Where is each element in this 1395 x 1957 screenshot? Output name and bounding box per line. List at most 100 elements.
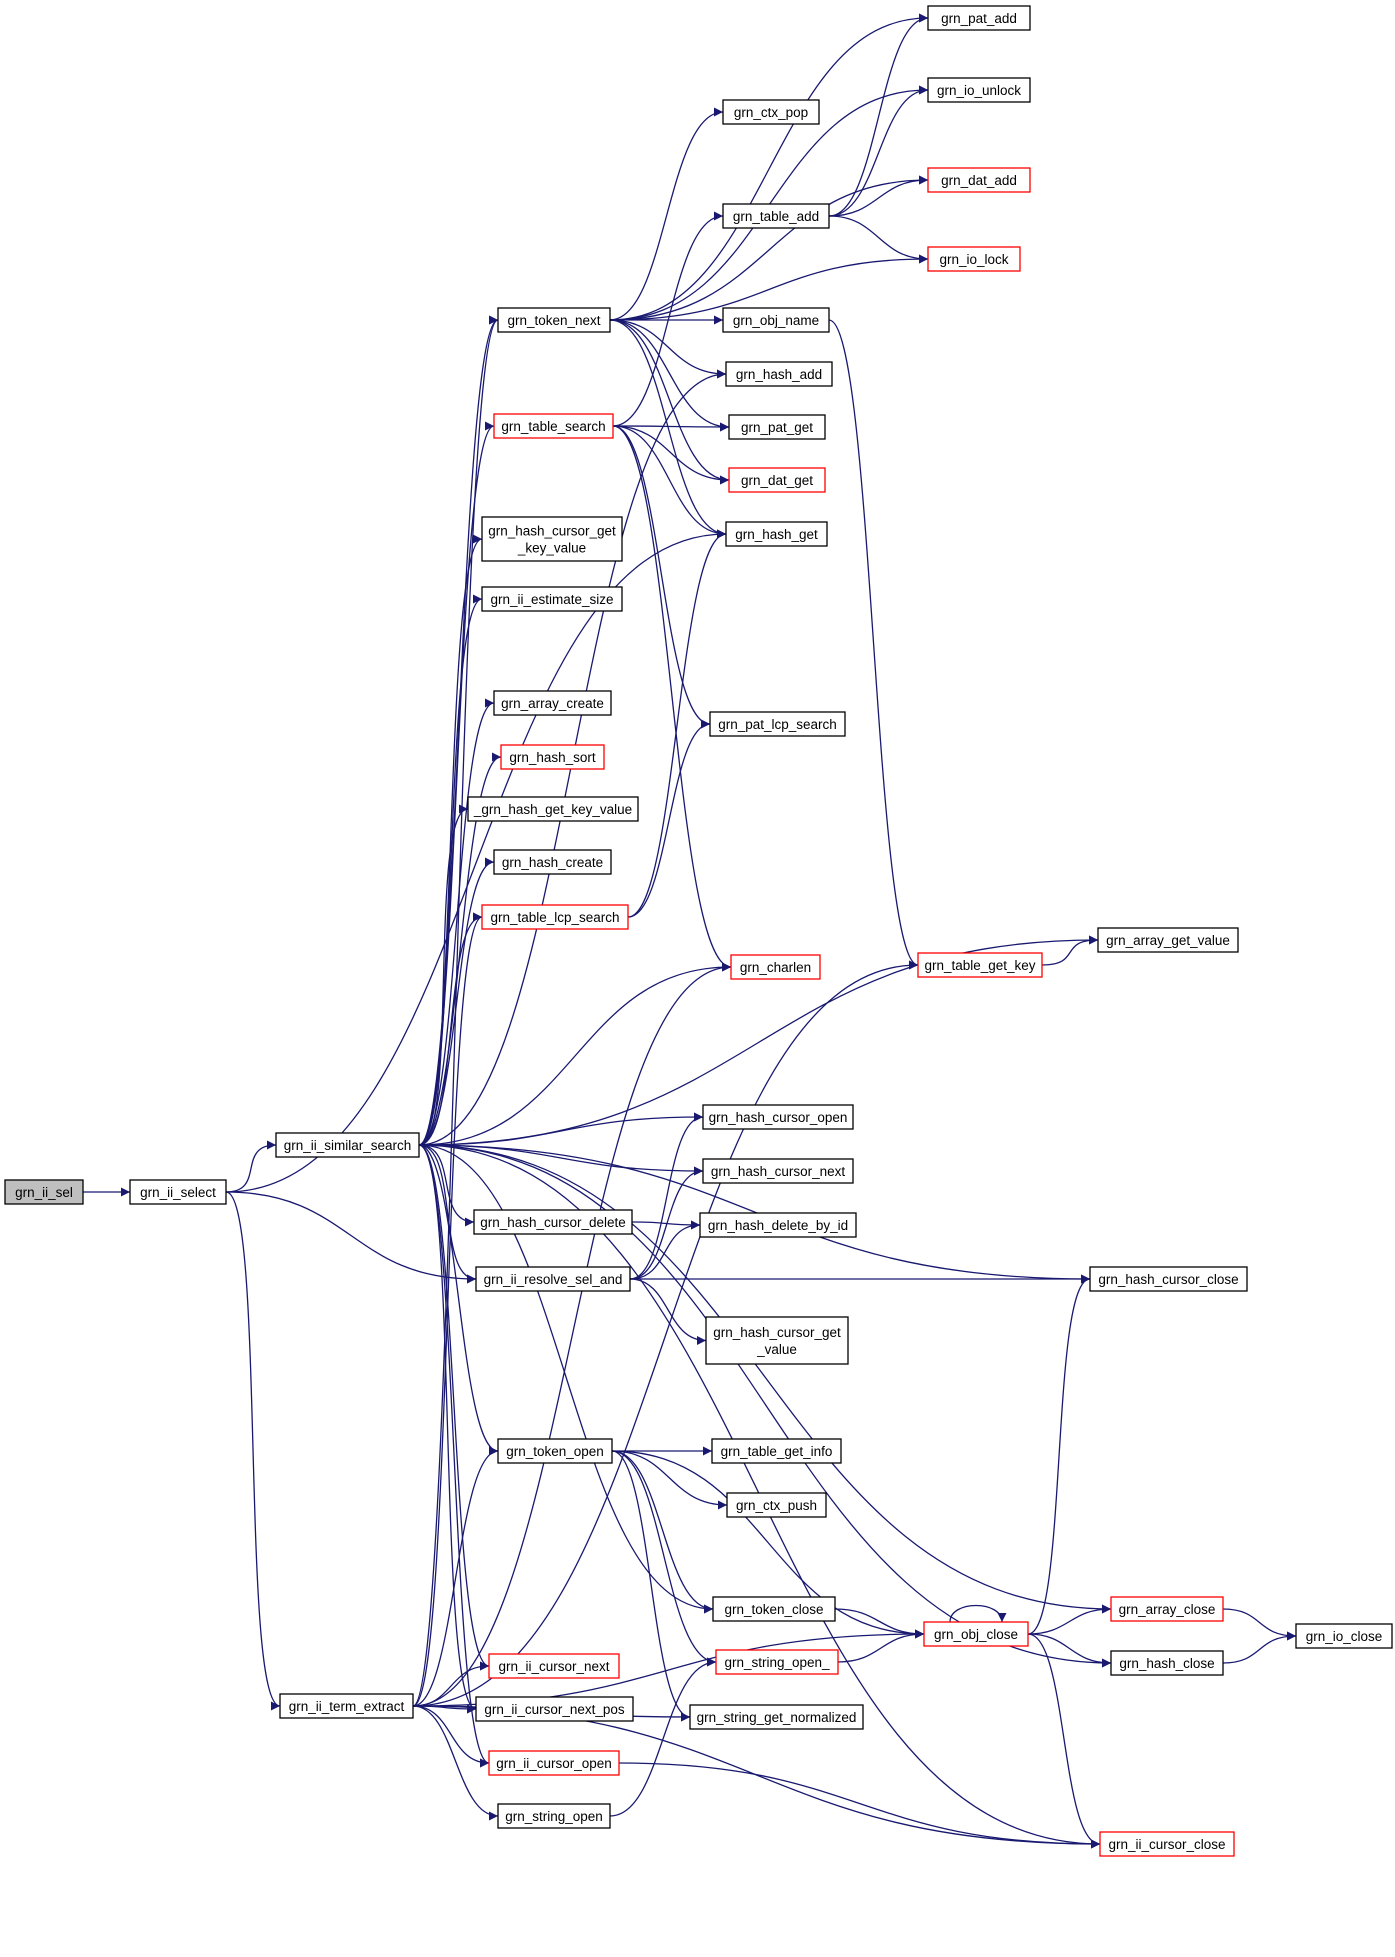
node-box xyxy=(728,414,826,440)
node-grn_obj_close[interactable]: grn_obj_close xyxy=(923,1621,1029,1647)
node-box xyxy=(927,77,1031,103)
node-grn_io_unlock[interactable]: grn_io_unlock xyxy=(927,77,1031,103)
edge-grn_ii_similar_search-to-grn_hash_cursor_delete xyxy=(418,1144,475,1227)
node-grn_pat_lcp_search[interactable]: grn_pat_lcp_search xyxy=(709,711,846,737)
edge-grn_ii_similar_search-to-grn_ii_resolve_sel_and xyxy=(418,1144,477,1284)
node-label: grn_string_get_normalized xyxy=(697,1710,857,1725)
node-grn_pat_add[interactable]: grn_pat_add xyxy=(927,5,1031,31)
edge-grn_ii_similar_search-to-grn_hash_cursor_get_key_value xyxy=(418,534,483,1146)
edge-grn_ii_term_extract-to-grn_ii_cursor_next xyxy=(412,1661,490,1707)
node-grn_hash_cursor_next[interactable]: grn_hash_cursor_next xyxy=(702,1158,854,1184)
node-grn_ii_resolve_sel_and[interactable]: grn_ii_resolve_sel_and xyxy=(475,1266,631,1292)
node-box xyxy=(1097,927,1239,953)
node-grn_ii_sel[interactable]: grn_ii_sel xyxy=(4,1179,84,1205)
edge-grn_table_search-to-grn_dat_get xyxy=(612,425,730,485)
edge-grn_table_search-to-grn_pat_get xyxy=(612,422,730,432)
node-box xyxy=(715,1649,839,1675)
node-label: grn_table_get_key xyxy=(924,958,1035,973)
edge-grn_ii_similar_search-to-grn_hash_create xyxy=(418,857,495,1146)
node-grn_array_close[interactable]: grn_array_close xyxy=(1110,1596,1224,1622)
node-grn_ii_cursor_next_pos[interactable]: grn_ii_cursor_next_pos xyxy=(475,1696,634,1722)
node-box xyxy=(493,413,614,439)
edge-grn_table_search-to-grn_hash_get xyxy=(612,425,727,539)
node-grn_string_open[interactable]: grn_string_open xyxy=(497,1803,611,1829)
node-grn_hash_add[interactable]: grn_hash_add xyxy=(725,361,833,387)
node-grn_dat_add[interactable]: grn_dat_add xyxy=(927,167,1031,193)
node-grn_ii_term_extract[interactable]: grn_ii_term_extract xyxy=(279,1693,414,1719)
node-grn_hash_cursor_open[interactable]: grn_hash_cursor_open xyxy=(702,1104,854,1130)
node-grn_table_lcp_search[interactable]: grn_table_lcp_search xyxy=(481,904,629,930)
edge-grn_ii_similar_search-to-grn_ii_cursor_open xyxy=(418,1144,490,1768)
node-grn_hash_sort[interactable]: grn_hash_sort xyxy=(500,744,605,770)
edge-grn_ii_similar_search-to-grn_array_get_value xyxy=(418,935,1099,1146)
node-grn_io_lock[interactable]: grn_io_lock xyxy=(927,246,1021,272)
node-grn_string_get_normalized[interactable]: grn_string_get_normalized xyxy=(689,1704,864,1730)
node-label: grn_ii_sel xyxy=(15,1185,73,1200)
edge-grn_token_open-to-grn_token_close xyxy=(611,1450,714,1614)
node-label: grn_obj_close xyxy=(934,1627,1018,1642)
node-grn_table_add[interactable]: grn_table_add xyxy=(722,203,830,229)
node-grn_ii_estimate_size[interactable]: grn_ii_estimate_size xyxy=(481,586,623,612)
node-grn_dat_get[interactable]: grn_dat_get xyxy=(728,467,826,493)
node-box xyxy=(702,1158,854,1184)
node-label: grn_obj_name xyxy=(733,313,819,328)
node-grn_charlen[interactable]: grn_charlen xyxy=(730,954,821,980)
node-grn_token_close[interactable]: grn_token_close xyxy=(712,1596,836,1622)
node-label: grn_ii_estimate_size xyxy=(490,592,613,607)
edge-grn_table_get_key-to-grn_array_get_value xyxy=(1041,935,1099,966)
node-box xyxy=(1099,1831,1235,1857)
node-grn_array_get_value[interactable]: grn_array_get_value xyxy=(1097,927,1239,953)
node-box xyxy=(497,1803,611,1829)
edge-grn_ii_similar_search-to-grn_hash_cursor_open xyxy=(418,1112,704,1146)
node-box xyxy=(467,796,639,822)
node-label: grn_ii_resolve_sel_and xyxy=(484,1272,623,1287)
node-grn_table_get_info[interactable]: grn_table_get_info xyxy=(711,1438,842,1464)
node-grn_ii_select[interactable]: grn_ii_select xyxy=(129,1179,227,1205)
node-box xyxy=(705,1316,849,1365)
node-grn_table_get_key[interactable]: grn_table_get_key xyxy=(917,952,1043,978)
edge-grn_ii_term_extract-to-grn_string_open xyxy=(412,1705,499,1821)
node-label: grn_hash_get xyxy=(735,527,818,542)
node-grn_obj_name[interactable]: grn_obj_name xyxy=(722,307,830,333)
edge-grn_ii_similar_search-to-grn_charlen xyxy=(418,962,732,1146)
node-grn_ii_cursor_next[interactable]: grn_ii_cursor_next xyxy=(488,1653,620,1679)
node-label: grn_table_search xyxy=(501,419,605,434)
node-grn_ii_cursor_open[interactable]: grn_ii_cursor_open xyxy=(488,1750,620,1776)
node-grn_token_next[interactable]: grn_token_next xyxy=(497,307,611,333)
node-grn_table_search[interactable]: grn_table_search xyxy=(493,413,614,439)
edge-grn_token_open-to-grn_obj_close xyxy=(611,1450,925,1639)
node-grn_string_open_[interactable]: grn_string_open_ xyxy=(715,1649,839,1675)
node-grn_ii_similar_search[interactable]: grn_ii_similar_search xyxy=(275,1132,420,1158)
node-label: grn_ii_cursor_close xyxy=(1108,1837,1225,1852)
node-grn_hash_cursor_get_key_value[interactable]: grn_hash_cursor_get_key_value xyxy=(481,516,623,562)
node-grn_hash_cursor_delete[interactable]: grn_hash_cursor_delete xyxy=(473,1209,633,1235)
node-_grn_hash_get_key_value[interactable]: _grn_hash_get_key_value xyxy=(467,796,639,822)
node-grn_hash_delete_by_id[interactable]: grn_hash_delete_by_id xyxy=(699,1212,857,1238)
node-grn_io_close[interactable]: grn_io_close xyxy=(1295,1623,1393,1649)
node-grn_token_open[interactable]: grn_token_open xyxy=(497,1438,613,1464)
node-grn_ctx_push[interactable]: grn_ctx_push xyxy=(726,1492,827,1518)
node-grn_pat_get[interactable]: grn_pat_get xyxy=(728,414,826,440)
node-grn_hash_cursor_close[interactable]: grn_hash_cursor_close xyxy=(1089,1266,1248,1292)
edge-grn_token_next-to-grn_hash_add xyxy=(609,319,727,379)
node-label: grn_ii_cursor_next_pos xyxy=(484,1702,625,1717)
node-grn_ctx_pop[interactable]: grn_ctx_pop xyxy=(722,99,820,125)
node-grn_hash_cursor_get_value[interactable]: grn_hash_cursor_get_value xyxy=(705,1316,849,1365)
node-grn_ii_cursor_close[interactable]: grn_ii_cursor_close xyxy=(1099,1831,1235,1857)
edge-grn_ii_term_extract-to-grn_charlen xyxy=(412,962,732,1707)
node-label: grn_string_open_ xyxy=(724,1655,830,1670)
node-grn_hash_create[interactable]: grn_hash_create xyxy=(493,849,612,875)
node-box xyxy=(1295,1623,1393,1649)
edge-grn_table_add-to-grn_dat_add xyxy=(828,175,929,217)
edge-grn_ii_similar_search-to-grn_hash_cursor_close xyxy=(418,1144,1091,1284)
node-grn_hash_get[interactable]: grn_hash_get xyxy=(725,521,828,547)
node-box xyxy=(711,1438,842,1464)
edge-grn_obj_name-to-grn_table_get_key xyxy=(828,319,919,970)
node-box xyxy=(726,1492,827,1518)
node-box xyxy=(481,586,623,612)
node-grn_hash_close[interactable]: grn_hash_close xyxy=(1110,1650,1224,1676)
node-box xyxy=(475,1266,631,1292)
node-grn_array_create[interactable]: grn_array_create xyxy=(493,690,612,716)
node-box xyxy=(927,167,1031,193)
